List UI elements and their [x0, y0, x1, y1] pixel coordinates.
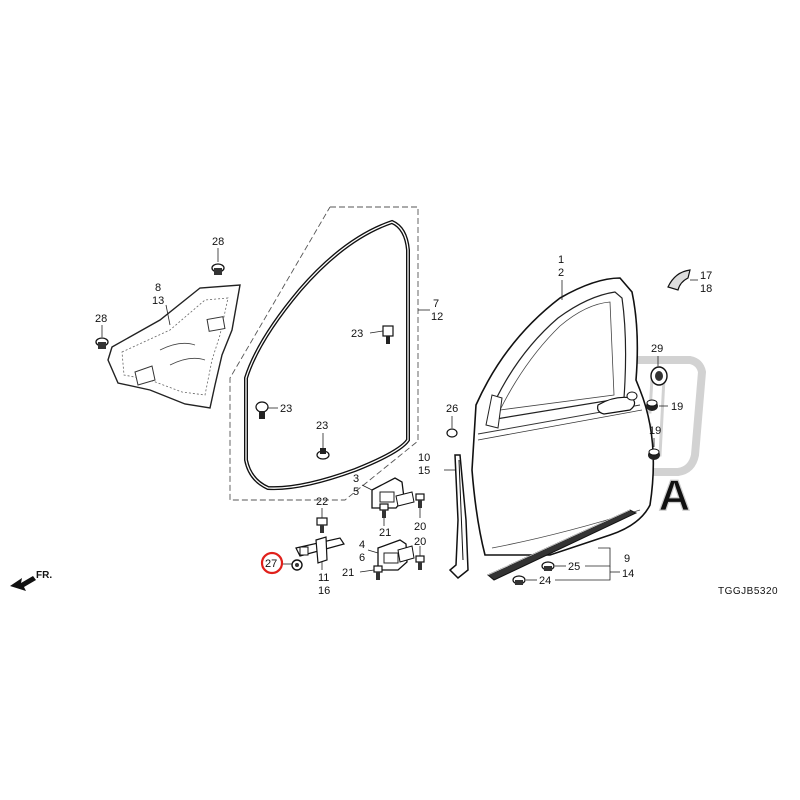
part-27-highlight-circle — [260, 551, 284, 575]
callout-7: 7 — [433, 298, 439, 310]
bolt-20-lower — [415, 555, 425, 570]
bolt-20-upper — [415, 493, 425, 508]
callout-21-upper: 21 — [379, 527, 391, 539]
callout-15: 15 — [418, 465, 430, 477]
door-lower-molding-part — [487, 509, 638, 581]
clip-23-a — [382, 325, 394, 344]
clip-25 — [541, 561, 555, 571]
callout-17: 17 — [700, 270, 712, 282]
callout-18: 18 — [700, 283, 712, 295]
callout-3: 3 — [353, 473, 359, 485]
clip-28-lower — [95, 337, 109, 349]
callout-25: 25 — [568, 561, 580, 573]
door-checker-part — [295, 536, 345, 564]
callout-6: 6 — [359, 552, 365, 564]
clip-24 — [512, 575, 526, 585]
bolt-22 — [316, 517, 328, 533]
bolt-21-lower — [373, 565, 383, 580]
callout-9: 9 — [624, 553, 630, 565]
callout-1: 1 — [558, 254, 564, 266]
upper-hinge-part — [371, 477, 415, 509]
front-label: FR. — [36, 570, 52, 581]
clip-19-upper — [646, 399, 658, 411]
clip-23-c — [316, 448, 330, 460]
front-direction-arrow: FR. — [10, 570, 52, 591]
callout-28-upper: 28 — [212, 236, 224, 248]
clip-19-lower — [648, 448, 660, 460]
callout-23-a: 23 — [351, 328, 363, 340]
callout-10: 10 — [418, 452, 430, 464]
callout-20-upper: 20 — [414, 521, 426, 533]
callout-5: 5 — [353, 486, 359, 498]
callout-29: 29 — [651, 343, 663, 355]
callout-12: 12 — [431, 311, 443, 323]
callout-23-c: 23 — [316, 420, 328, 432]
callout-23-b: 23 — [280, 403, 292, 415]
callout-4: 4 — [359, 539, 365, 551]
callout-20-lower: 20 — [414, 536, 426, 548]
callout-24: 24 — [539, 575, 551, 587]
diagram-code: TGGJB5320 — [718, 586, 778, 597]
callout-19-lower: 19 — [649, 425, 661, 437]
callout-27: 27 — [265, 558, 277, 570]
nut-27 — [291, 559, 303, 571]
callout-22: 22 — [316, 496, 328, 508]
callout-13: 13 — [152, 295, 164, 307]
callout-2: 2 — [558, 267, 564, 279]
callout-26: 26 — [446, 403, 458, 415]
mirror-corner-trim-part — [667, 269, 691, 291]
callout-21-lower: 21 — [342, 567, 354, 579]
callout-8: 8 — [155, 282, 161, 294]
callout-14: 14 — [622, 568, 634, 580]
callout-labels: 28 8 13 28 7 12 23 23 23 1 2 17 18 29 19… — [95, 236, 712, 597]
door-weatherstrip-part — [229, 206, 419, 501]
bolt-21-upper — [379, 503, 389, 518]
plug-29 — [650, 366, 668, 386]
door-insulator-part — [107, 284, 241, 409]
clip-28-upper — [211, 263, 225, 275]
seal-26 — [446, 428, 458, 438]
callout-19-upper: 19 — [671, 401, 683, 413]
door-sash-strip-part — [448, 454, 469, 580]
callout-11: 11 — [318, 572, 329, 584]
lower-hinge-part — [377, 539, 415, 571]
callout-16: 16 — [318, 585, 330, 597]
front-door-panel-part — [471, 277, 655, 556]
callout-28-lower: 28 — [95, 313, 107, 325]
clip-23-b — [255, 401, 269, 419]
